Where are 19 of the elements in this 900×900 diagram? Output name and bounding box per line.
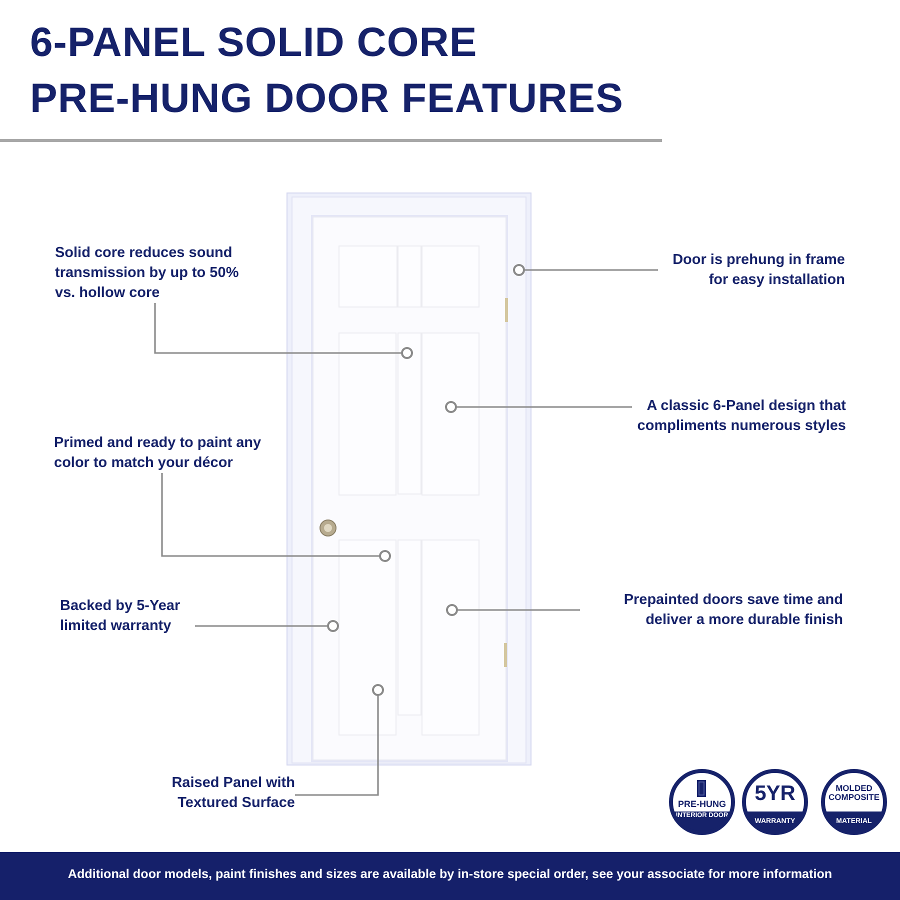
footer-note: Additional door models, paint finishes and sizes are available by in-store special order, see your associate for more information — [66, 867, 834, 881]
leader-line — [161, 473, 391, 562]
leader-line — [154, 303, 413, 359]
callout-text: Prepainted doors save time and deliver a more durable finish — [580, 590, 843, 630]
leader-line — [445, 401, 632, 413]
leader-line — [195, 620, 339, 632]
callout-text: Solid core reduces sound transmission by up to 50% vs. hollow core — [55, 243, 251, 303]
callout-text: Primed and ready to paint any color to match your décor — [54, 433, 284, 473]
leader-line — [446, 604, 580, 616]
callout-text: Backed by 5-Year limited warranty — [60, 596, 195, 636]
title: 6-PANEL SOLID CORE PRE-HUNG DOOR FEATURES — [30, 18, 624, 123]
leader-line — [295, 684, 384, 796]
callout-text: A classic 6-Panel design that compliments numerous styles — [632, 396, 846, 436]
callout-text: Door is prehung in frame for easy installation — [658, 250, 845, 290]
leader-line — [513, 264, 658, 276]
badge-label: PRE-HUNG — [676, 800, 727, 809]
badge-label: 5YR — [754, 783, 796, 804]
callout-text: Raised Panel with Textured Surface — [160, 773, 295, 813]
badge-label: MOLDED COMPOSITE — [827, 784, 880, 801]
